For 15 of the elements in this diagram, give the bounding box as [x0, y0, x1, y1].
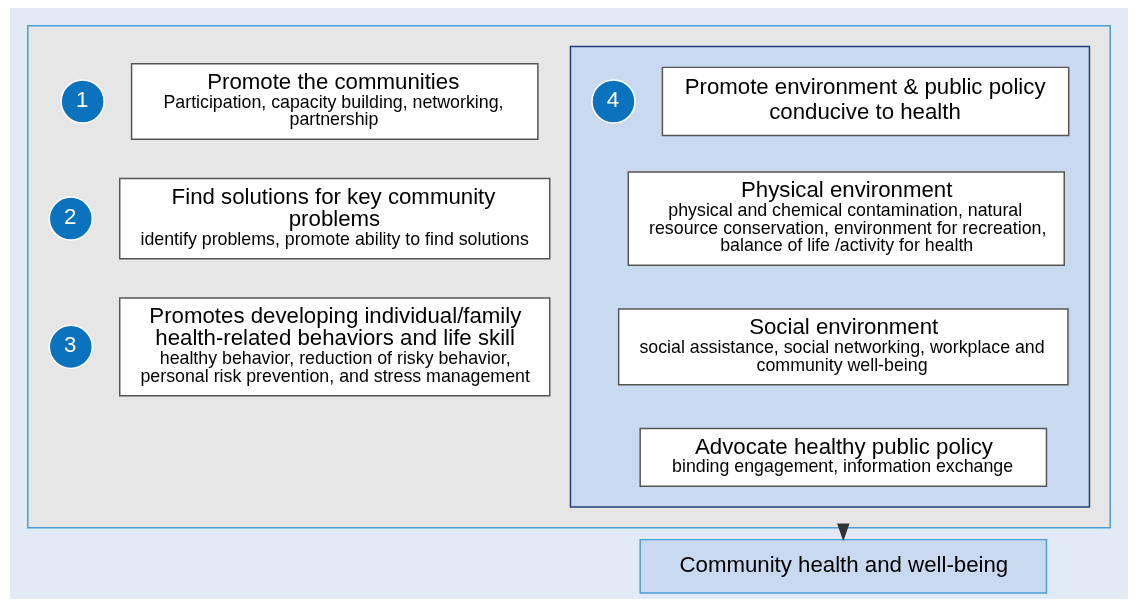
node-box: Promote the communities Participation, capacity building, networking, partnership — [130, 62, 539, 140]
node-box: Promotes developing individual/family health-related behaviors and life skill healthy behavior, reduction of risky behavior, personal risk prevention, and stress management — [118, 297, 550, 397]
cluster — [26, 25, 1111, 529]
node-box: Advocate healthy public policy binding engagement, information exchange — [638, 427, 1047, 487]
node-box: Social environment social assistance, social networking, workplace and community well-being — [617, 308, 1069, 386]
node-circle: 4 — [590, 79, 636, 124]
node-box: Physical environment physical and chemical contamination, natural resource conservation, environment for recreation, balance of life /activity for health — [627, 171, 1065, 267]
arrow — [836, 523, 850, 542]
node-circle: 1 — [59, 79, 105, 124]
node-circle: 3 — [48, 324, 93, 370]
node-box: Find solutions for key community problems identify problems, promote ability to find solutions — [118, 177, 550, 260]
node-box: Promote environment & public policy conducive to health — [661, 66, 1069, 137]
cluster — [569, 45, 1090, 508]
node-circle: 2 — [48, 196, 93, 241]
node-box: Community health and well-being — [638, 538, 1047, 594]
